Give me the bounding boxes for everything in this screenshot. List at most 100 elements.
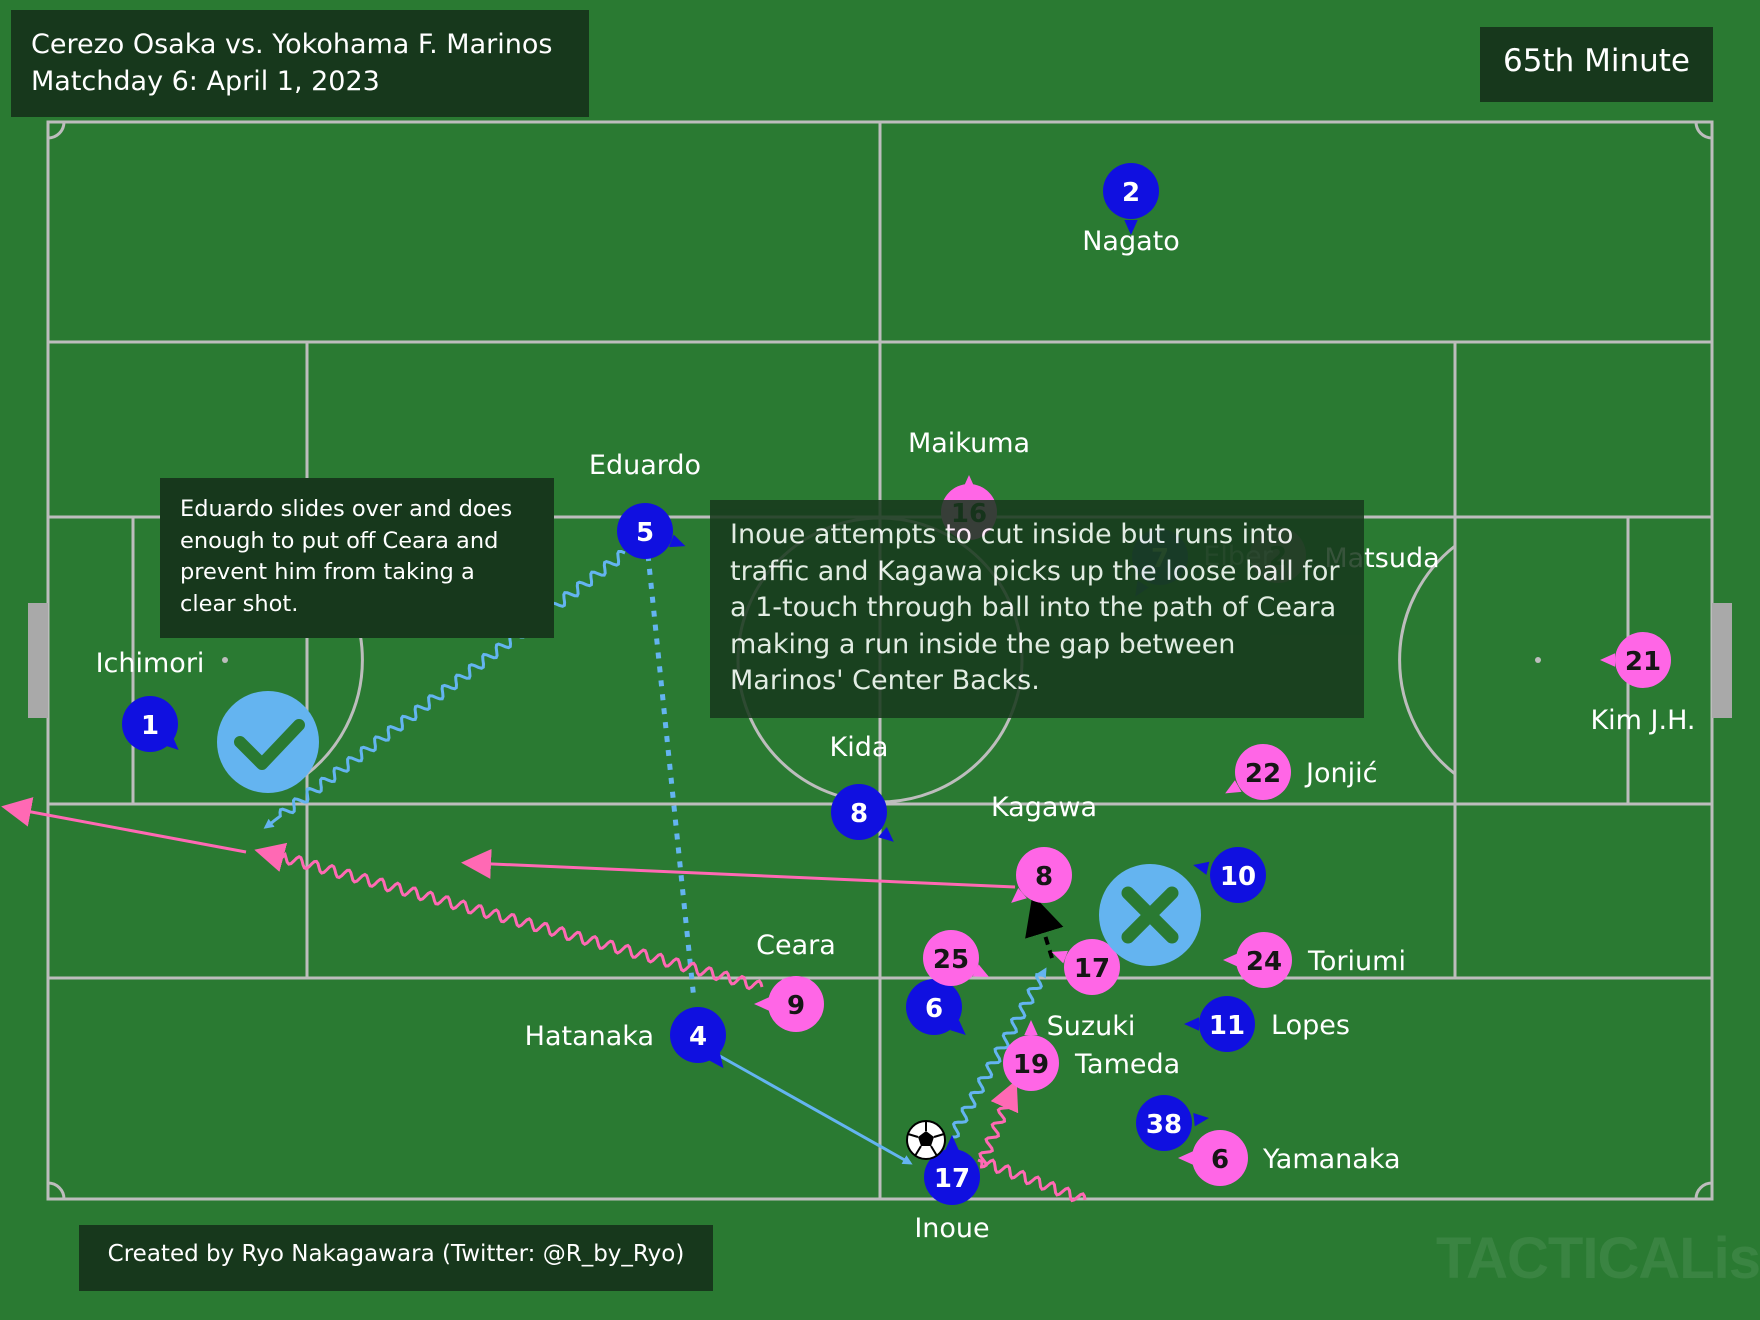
direction-marker	[945, 1135, 959, 1150]
direction-marker	[950, 1020, 966, 1035]
player-disc	[1199, 996, 1255, 1052]
players-layer: 1Ichimori2Nagato5Eduardo8Kida4Hatanaka17…	[96, 163, 1696, 1244]
watermark-logo: TACTICALista	[1436, 1226, 1760, 1291]
player-disc	[1064, 939, 1120, 995]
player-disc	[923, 930, 979, 986]
player-disc	[1003, 1035, 1059, 1091]
match-date: Matchday 6: April 1, 2023	[31, 66, 380, 97]
player-number: 38	[1146, 1110, 1182, 1140]
player-number: 9	[787, 991, 805, 1021]
player-name: Ichimori	[96, 648, 205, 679]
player-blue-6: 6	[906, 979, 966, 1035]
player-name: Jonjić	[1304, 758, 1377, 789]
player-disc	[1103, 163, 1159, 219]
ceara-shot	[1, 797, 247, 854]
soccer-ball-icon	[906, 1120, 946, 1160]
player-number: 4	[689, 1022, 707, 1052]
inoue-run	[951, 967, 1047, 1139]
eduardo-note: Eduardo slides over and does enough to p…	[160, 478, 554, 638]
tameda-run	[978, 1079, 1019, 1169]
sequence-note: Inoue attempts to cut inside but runs in…	[710, 500, 1364, 718]
player-number: 1	[141, 711, 159, 741]
minute-badge: 65th Minute	[1480, 27, 1713, 102]
player-blue-4: 4 Hatanaka	[525, 1007, 726, 1069]
player-name: Ceara	[756, 930, 836, 961]
player-disc	[906, 979, 962, 1035]
player-name: Yamanaka	[1262, 1144, 1401, 1175]
player-disc	[1210, 847, 1266, 903]
player-pink-19: 19 Tameda	[1003, 1020, 1180, 1091]
loose-ball-path	[1025, 894, 1064, 959]
player-disc	[670, 1007, 726, 1063]
hatanaka-run	[717, 1053, 913, 1165]
player-name: Kida	[830, 732, 889, 763]
player-disc	[1192, 1130, 1248, 1186]
direction-marker	[1024, 1020, 1038, 1035]
player-disc	[1136, 1095, 1192, 1151]
player-number: 5	[636, 518, 654, 548]
check-icon	[217, 691, 319, 793]
player-name: Inoue	[914, 1213, 989, 1244]
player-disc	[1016, 847, 1072, 903]
credit-footer: Created by Ryo Nakagawara (Twitter: @R_b…	[79, 1225, 713, 1291]
ceara-run	[254, 842, 764, 991]
direction-marker	[1600, 653, 1615, 667]
player-name: Tameda	[1074, 1049, 1180, 1080]
player-disc	[617, 503, 673, 559]
direction-marker	[709, 1052, 724, 1069]
eduardo-dotted-track	[645, 554, 697, 1001]
lbl-suzuki: Suzuki	[1047, 1011, 1136, 1042]
player-number: 8	[1035, 862, 1053, 892]
player-number: 6	[925, 994, 943, 1024]
player-number: 21	[1625, 647, 1661, 677]
player-pink-25: 25	[923, 930, 990, 986]
player-disc	[1615, 632, 1671, 688]
penalty-spot-left	[222, 657, 228, 663]
player-name: Eduardo	[589, 450, 701, 481]
direction-marker	[1124, 220, 1138, 235]
direction-marker	[1225, 780, 1242, 794]
direction-marker	[1184, 1017, 1199, 1031]
eduardo-run	[263, 550, 626, 829]
player-name: Maikuma	[908, 428, 1030, 459]
player-disc	[831, 784, 887, 840]
match-title: Cerezo Osaka vs. Yokohama F. Marinos	[31, 29, 553, 60]
cross-icon	[1099, 864, 1201, 966]
player-pink-8: 8 Kagawa	[991, 792, 1097, 903]
player-blue-10: 10	[1193, 847, 1266, 903]
player-blue-1: 1 Ichimori	[96, 648, 205, 752]
direction-marker	[972, 964, 990, 978]
player-name: Lopes	[1271, 1010, 1350, 1041]
player-number: 10	[1220, 862, 1256, 892]
match-title-panel: Cerezo Osaka vs. Yokohama F. Marinos Mat…	[11, 10, 589, 117]
player-blue-5: 5 Eduardo	[589, 450, 701, 559]
player-disc	[768, 976, 824, 1032]
direction-marker	[1011, 888, 1027, 903]
player-name: Hatanaka	[525, 1021, 654, 1052]
kagawa-pass	[461, 848, 1016, 889]
player-pink-24: 24 Toriumi	[1223, 932, 1406, 988]
player-name: Kagawa	[991, 792, 1097, 823]
direction-marker	[1193, 1112, 1209, 1127]
player-disc	[122, 696, 178, 752]
direction-marker	[878, 827, 894, 842]
player-number: 19	[1013, 1050, 1049, 1080]
player-number: 2	[1122, 178, 1140, 208]
player-disc	[1236, 932, 1292, 988]
player-name: Toriumi	[1307, 946, 1406, 977]
direction-marker	[1051, 950, 1068, 964]
player-pink-9: 9 Ceara	[754, 930, 836, 1032]
player-number: 17	[1074, 954, 1110, 984]
player-number: 24	[1246, 947, 1282, 977]
goal-left	[28, 603, 48, 718]
marinos-run-bottom	[977, 1158, 1087, 1203]
player-blue-38: 38	[1136, 1095, 1209, 1151]
